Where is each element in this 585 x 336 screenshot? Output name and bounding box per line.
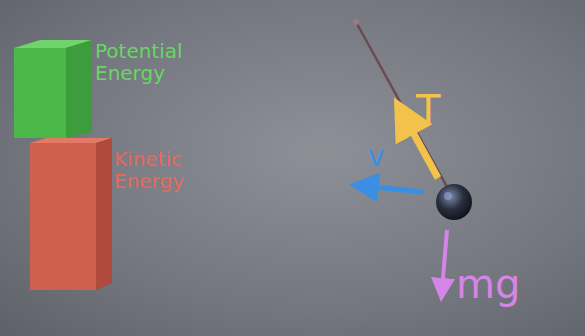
bob-highlight: [444, 192, 452, 200]
velocity-arrow: [364, 186, 424, 192]
tension-symbol: T: [416, 88, 456, 132]
kinetic-bar: [30, 138, 112, 290]
weight-symbol: mg: [456, 262, 546, 306]
energy-label: Kinetic Energy: [114, 148, 214, 192]
pendulum-bob: [436, 184, 472, 220]
velocity-symbol: v: [368, 142, 398, 173]
energy-label: Potential Energy: [95, 40, 205, 84]
pivot: [353, 19, 359, 25]
potential-bar: [14, 40, 92, 138]
weight-arrow: [442, 230, 447, 290]
